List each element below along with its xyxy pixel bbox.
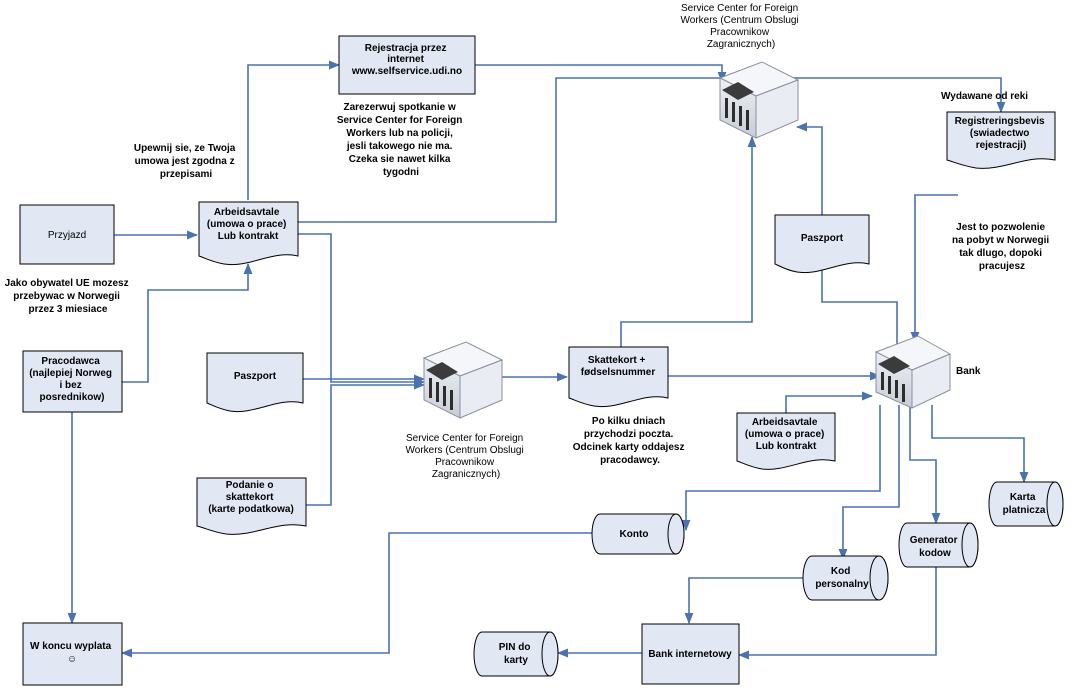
rejestracja-box: Rejestracja przez internet www.selfservi…	[338, 35, 476, 95]
connector	[298, 233, 426, 387]
arbeidsavtale-document-2: Arbeidsavtale (umowa o prace) Lub kontra…	[736, 412, 836, 470]
bank-label: Bank	[956, 366, 981, 377]
svg-text:Paszport: Paszport	[234, 371, 277, 382]
podanie-document: Podanie o skattekort (karte podatkowa)	[196, 477, 307, 535]
konto-cylinder: Konto	[591, 513, 685, 555]
svg-text:Przyjazd: Przyjazd	[48, 230, 86, 241]
paszport-document-2: Paszport	[774, 214, 870, 274]
connector	[684, 577, 806, 625]
svg-text:Rejestracja przez intern: Rejestracja przez internet www.selfservi…	[351, 43, 462, 77]
connector	[120, 532, 593, 658]
svg-text:Kod personalny: Kod personalny	[815, 566, 869, 590]
jest-to-note: Jest to pozwolenie na pobyt w Norwegii t…	[952, 222, 1052, 272]
connector	[298, 73, 732, 223]
connector	[760, 77, 1006, 114]
przyjazd-box: Przyjazd	[19, 204, 115, 265]
zarezerwuj-note: Zarezerwuj spotkanie w Service Center fo…	[337, 102, 465, 178]
jako-obywatel-note: Jako obywatel UE mozesz przebywac w Norw…	[5, 278, 132, 315]
w-koncu-wyplata-box: W koncu wyplata ☺	[22, 622, 123, 686]
skattekort-document: Skattekort + fødselsnummer	[568, 346, 669, 408]
svg-text:Arbeidsavtale (umowa o p: Arbeidsavtale (umowa o prace) Lub kontra…	[745, 417, 827, 452]
connector	[247, 60, 341, 200]
connector	[306, 380, 426, 506]
connector	[737, 567, 937, 660]
svg-text:Arbeidsavtale (umowa o p: Arbeidsavtale (umowa o prace) Lub kontra…	[207, 207, 289, 242]
svg-text:Skattekort + fødselsnumm: Skattekort + fødselsnummer	[581, 355, 656, 378]
svg-text:Karta platnicza: Karta platnicza	[1003, 492, 1046, 516]
bank-internetowy-box: Bank internetowy	[641, 623, 740, 685]
registreringsbevis-document: Registreringsbevis (swiadectwo rejestrac…	[946, 111, 1056, 169]
pin-cylinder: PIN do karty	[473, 631, 559, 677]
arbeidsavtale-document: Arbeidsavtale (umowa o prace) Lub kontra…	[198, 201, 299, 266]
po-kilku-note: Po kilku dniach przychodzi poczta. Odcin…	[573, 416, 688, 466]
connector	[909, 405, 941, 525]
service-center-top-label: Service Center for Foreign Workers (Cent…	[681, 3, 802, 50]
connector	[122, 262, 253, 383]
connector	[931, 405, 1029, 484]
connector	[838, 405, 900, 561]
paszport-document: Paszport	[206, 352, 304, 413]
kod-personalny-cylinder: Kod personalny	[802, 555, 889, 601]
svg-text:Bank internetowy: Bank internetowy	[648, 649, 732, 660]
connector	[475, 64, 727, 84]
connector	[785, 391, 874, 413]
generator-kodow-cylinder: Generator kodow	[898, 522, 979, 568]
service-center-mid-label: Service Center for Foreign Workers (Cent…	[406, 433, 527, 480]
connector	[821, 270, 902, 364]
wydawane-note: Wydawane od reki	[941, 91, 1028, 102]
svg-text:Generator kodow: Generator kodow	[910, 535, 961, 559]
svg-text:Konto: Konto	[620, 529, 649, 540]
svg-text:Paszport: Paszport	[801, 233, 844, 244]
karta-platnicza-cylinder: Karta platnicza	[988, 481, 1064, 527]
connector	[620, 135, 757, 347]
connector	[681, 405, 881, 532]
bank-building-icon	[874, 335, 952, 409]
service-center-building-icon	[718, 61, 800, 139]
service-center-building-icon-2	[422, 341, 504, 419]
svg-text:Registreringsbevis (swia: Registreringsbevis (swiadectwo rejestrac…	[955, 116, 1048, 151]
connectors	[67, 60, 1029, 660]
svg-text:W koncu wyplata ☺: W koncu wyplata ☺	[30, 641, 114, 665]
svg-text:Pracodawca (najlepiej No: Pracodawca (najlepiej Norweg i bez posre…	[29, 356, 115, 403]
svg-text:Podanie o skattekort: Podanie o skattekort (karte podatkowa)	[208, 480, 294, 515]
svg-text:PIN do karty: PIN do karty	[499, 642, 533, 666]
pracodawca-box: Pracodawca (najlepiej Norweg i bez posre…	[22, 350, 123, 413]
connector	[910, 194, 958, 344]
upewnij-note: Upewnij sie, ze Twoja umowa jest zgodna …	[134, 143, 238, 180]
